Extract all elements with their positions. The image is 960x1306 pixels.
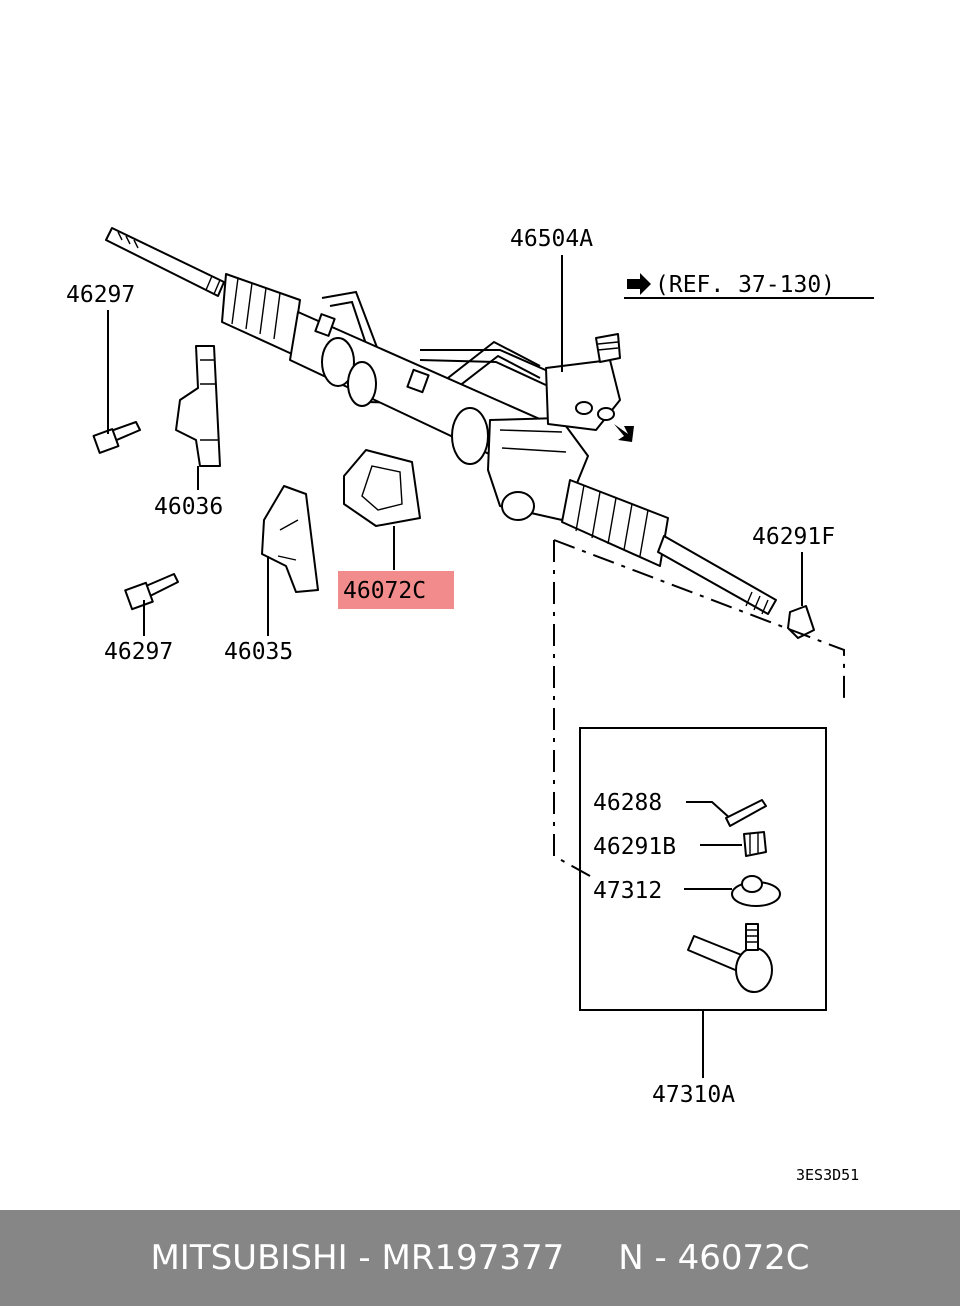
ref-label: (REF. 37-130) bbox=[655, 272, 835, 298]
label-46504A: 46504A bbox=[510, 226, 593, 252]
nut-46291F bbox=[787, 605, 815, 639]
boot-47312 bbox=[731, 875, 781, 907]
label-46291F: 46291F bbox=[752, 524, 835, 550]
part-number: MR197377 bbox=[381, 1238, 565, 1278]
separator-2: - bbox=[643, 1238, 678, 1278]
ref-arrow-icon bbox=[627, 273, 651, 295]
bushing-46072C bbox=[343, 449, 421, 527]
reference-outline bbox=[553, 539, 845, 877]
label-46036: 46036 bbox=[154, 494, 223, 520]
label-46297-lower: 46297 bbox=[104, 639, 173, 665]
bracket-46035 bbox=[261, 485, 319, 593]
label-46072C: 46072C bbox=[343, 578, 426, 604]
cotter-pin-46288 bbox=[725, 799, 767, 827]
bolt-46297-upper bbox=[92, 421, 141, 454]
bolt-46297-lower bbox=[124, 573, 179, 611]
diagram-code: 3ES3D51 bbox=[796, 1166, 859, 1184]
brand-name: MITSUBISHI bbox=[150, 1238, 348, 1278]
n-label: N bbox=[618, 1238, 644, 1278]
spacer bbox=[564, 1238, 618, 1278]
tie-rod-end-47310A bbox=[687, 923, 773, 993]
leader-lines bbox=[107, 255, 874, 1078]
clamp-46036 bbox=[175, 345, 221, 467]
footer-bar: MITSUBISHI - MR197377 N - 46072C bbox=[0, 1210, 960, 1306]
nut-46291B bbox=[743, 831, 767, 857]
label-46291B: 46291B bbox=[593, 834, 676, 860]
steering-rack-assembly bbox=[105, 227, 777, 615]
label-47312: 47312 bbox=[593, 878, 662, 904]
separator: - bbox=[347, 1238, 382, 1278]
label-46297-upper: 46297 bbox=[66, 282, 135, 308]
reference-number: 46072C bbox=[677, 1238, 810, 1278]
label-47310A: 47310A bbox=[652, 1082, 735, 1108]
label-46288: 46288 bbox=[593, 790, 662, 816]
highlight-box bbox=[338, 571, 454, 609]
parts-diagram: 46504A (REF. 37-130) 46297 46036 46072C … bbox=[66, 226, 874, 1184]
label-46035: 46035 bbox=[224, 639, 293, 665]
inset-box bbox=[579, 727, 827, 1011]
